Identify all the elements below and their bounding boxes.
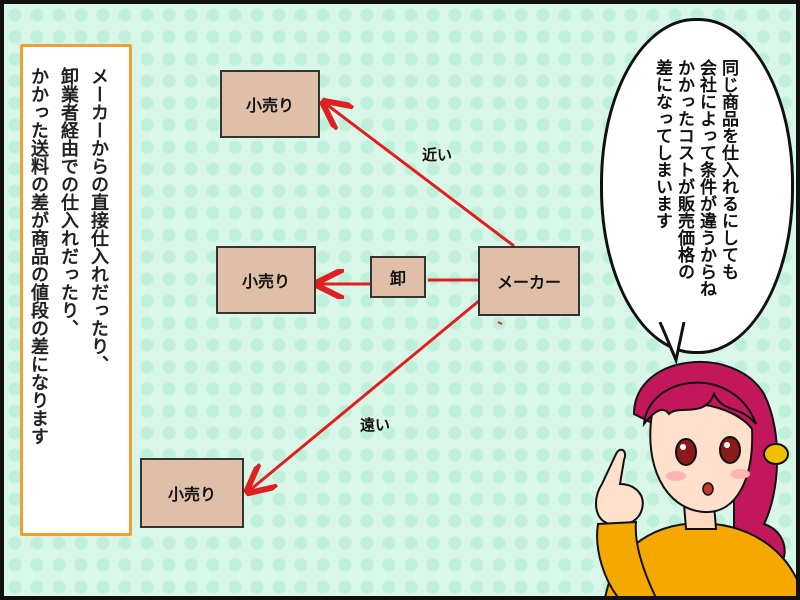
- near-label: 近い: [422, 146, 453, 164]
- maker-box: メーカー: [478, 246, 580, 316]
- narration-box: メーカーからの直接仕入れだったり、 卸業者経由での仕入れだったり、 かかった送料…: [20, 44, 132, 536]
- wholesaler-box: 卸: [370, 256, 426, 298]
- retailer-label: 小売り: [245, 96, 294, 115]
- girl-character-illustration: [595, 361, 796, 596]
- arrow-far: [250, 298, 481, 490]
- retailer-box-far: 小売り: [140, 458, 244, 528]
- speech-text: 同じ商品を仕入れるにしても 会社によって条件が違うからね かかったコストが販売価…: [652, 59, 738, 297]
- arrow-lines: [4, 4, 515, 600]
- wholesaler-label: 卸: [389, 269, 406, 288]
- speech-bubble-tail: [658, 322, 686, 366]
- maker-label: メーカー: [496, 273, 561, 292]
- retailer-box-middle: 小売り: [216, 246, 316, 314]
- retailer-box-near: 小売り: [220, 70, 320, 138]
- retailer-label: 小売り: [167, 485, 216, 504]
- narration-text: メーカーからの直接仕入れだったり、 卸業者経由での仕入れだったり、 かかった送料…: [28, 67, 109, 445]
- far-label: 遠い: [360, 416, 391, 434]
- arrow-near: [326, 104, 515, 248]
- speech-bubble: 同じ商品を仕入れるにしても 会社によって条件が違うからね かかったコストが販売価…: [600, 18, 794, 354]
- retailer-label: 小売り: [241, 272, 290, 291]
